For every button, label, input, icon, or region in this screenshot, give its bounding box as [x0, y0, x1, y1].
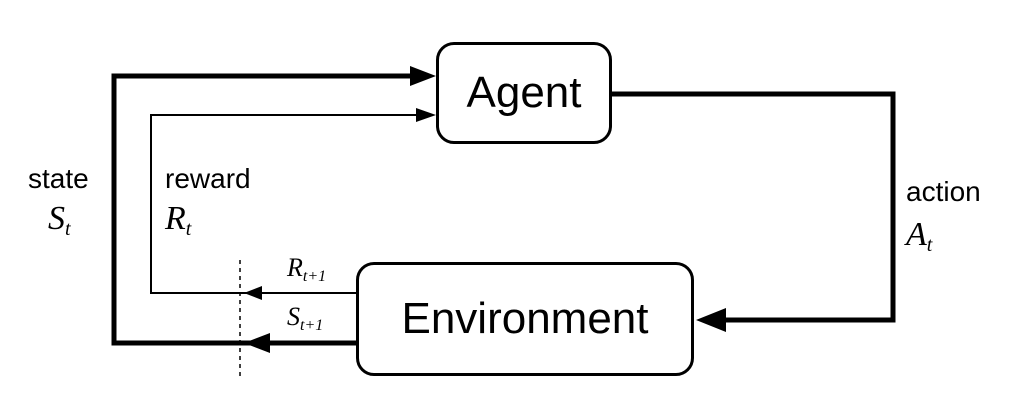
- state-loop-line: [111, 73, 412, 346]
- state-symbol: St: [48, 200, 71, 240]
- action-line: [612, 91, 896, 323]
- agent-box: Agent: [436, 42, 612, 144]
- reward-symbol: Rt: [165, 200, 192, 240]
- reward-word: reward: [165, 163, 251, 194]
- action-word: action: [906, 176, 981, 207]
- environment-box: Environment: [356, 262, 694, 376]
- agent-label: Agent: [466, 68, 582, 117]
- next-state-arrowhead: [244, 333, 270, 353]
- action-arrowhead-to-environment: [696, 308, 726, 332]
- next-state-symbol: St+1: [287, 302, 324, 334]
- state-arrowhead-to-agent: [410, 66, 436, 86]
- next-reward-symbol: Rt+1: [287, 253, 327, 285]
- reward-arrowhead-to-agent: [416, 108, 436, 122]
- environment-label: Environment: [401, 294, 649, 343]
- next-reward-arrowhead: [244, 286, 262, 300]
- action-symbol: At: [906, 216, 933, 256]
- state-word: state: [28, 163, 89, 194]
